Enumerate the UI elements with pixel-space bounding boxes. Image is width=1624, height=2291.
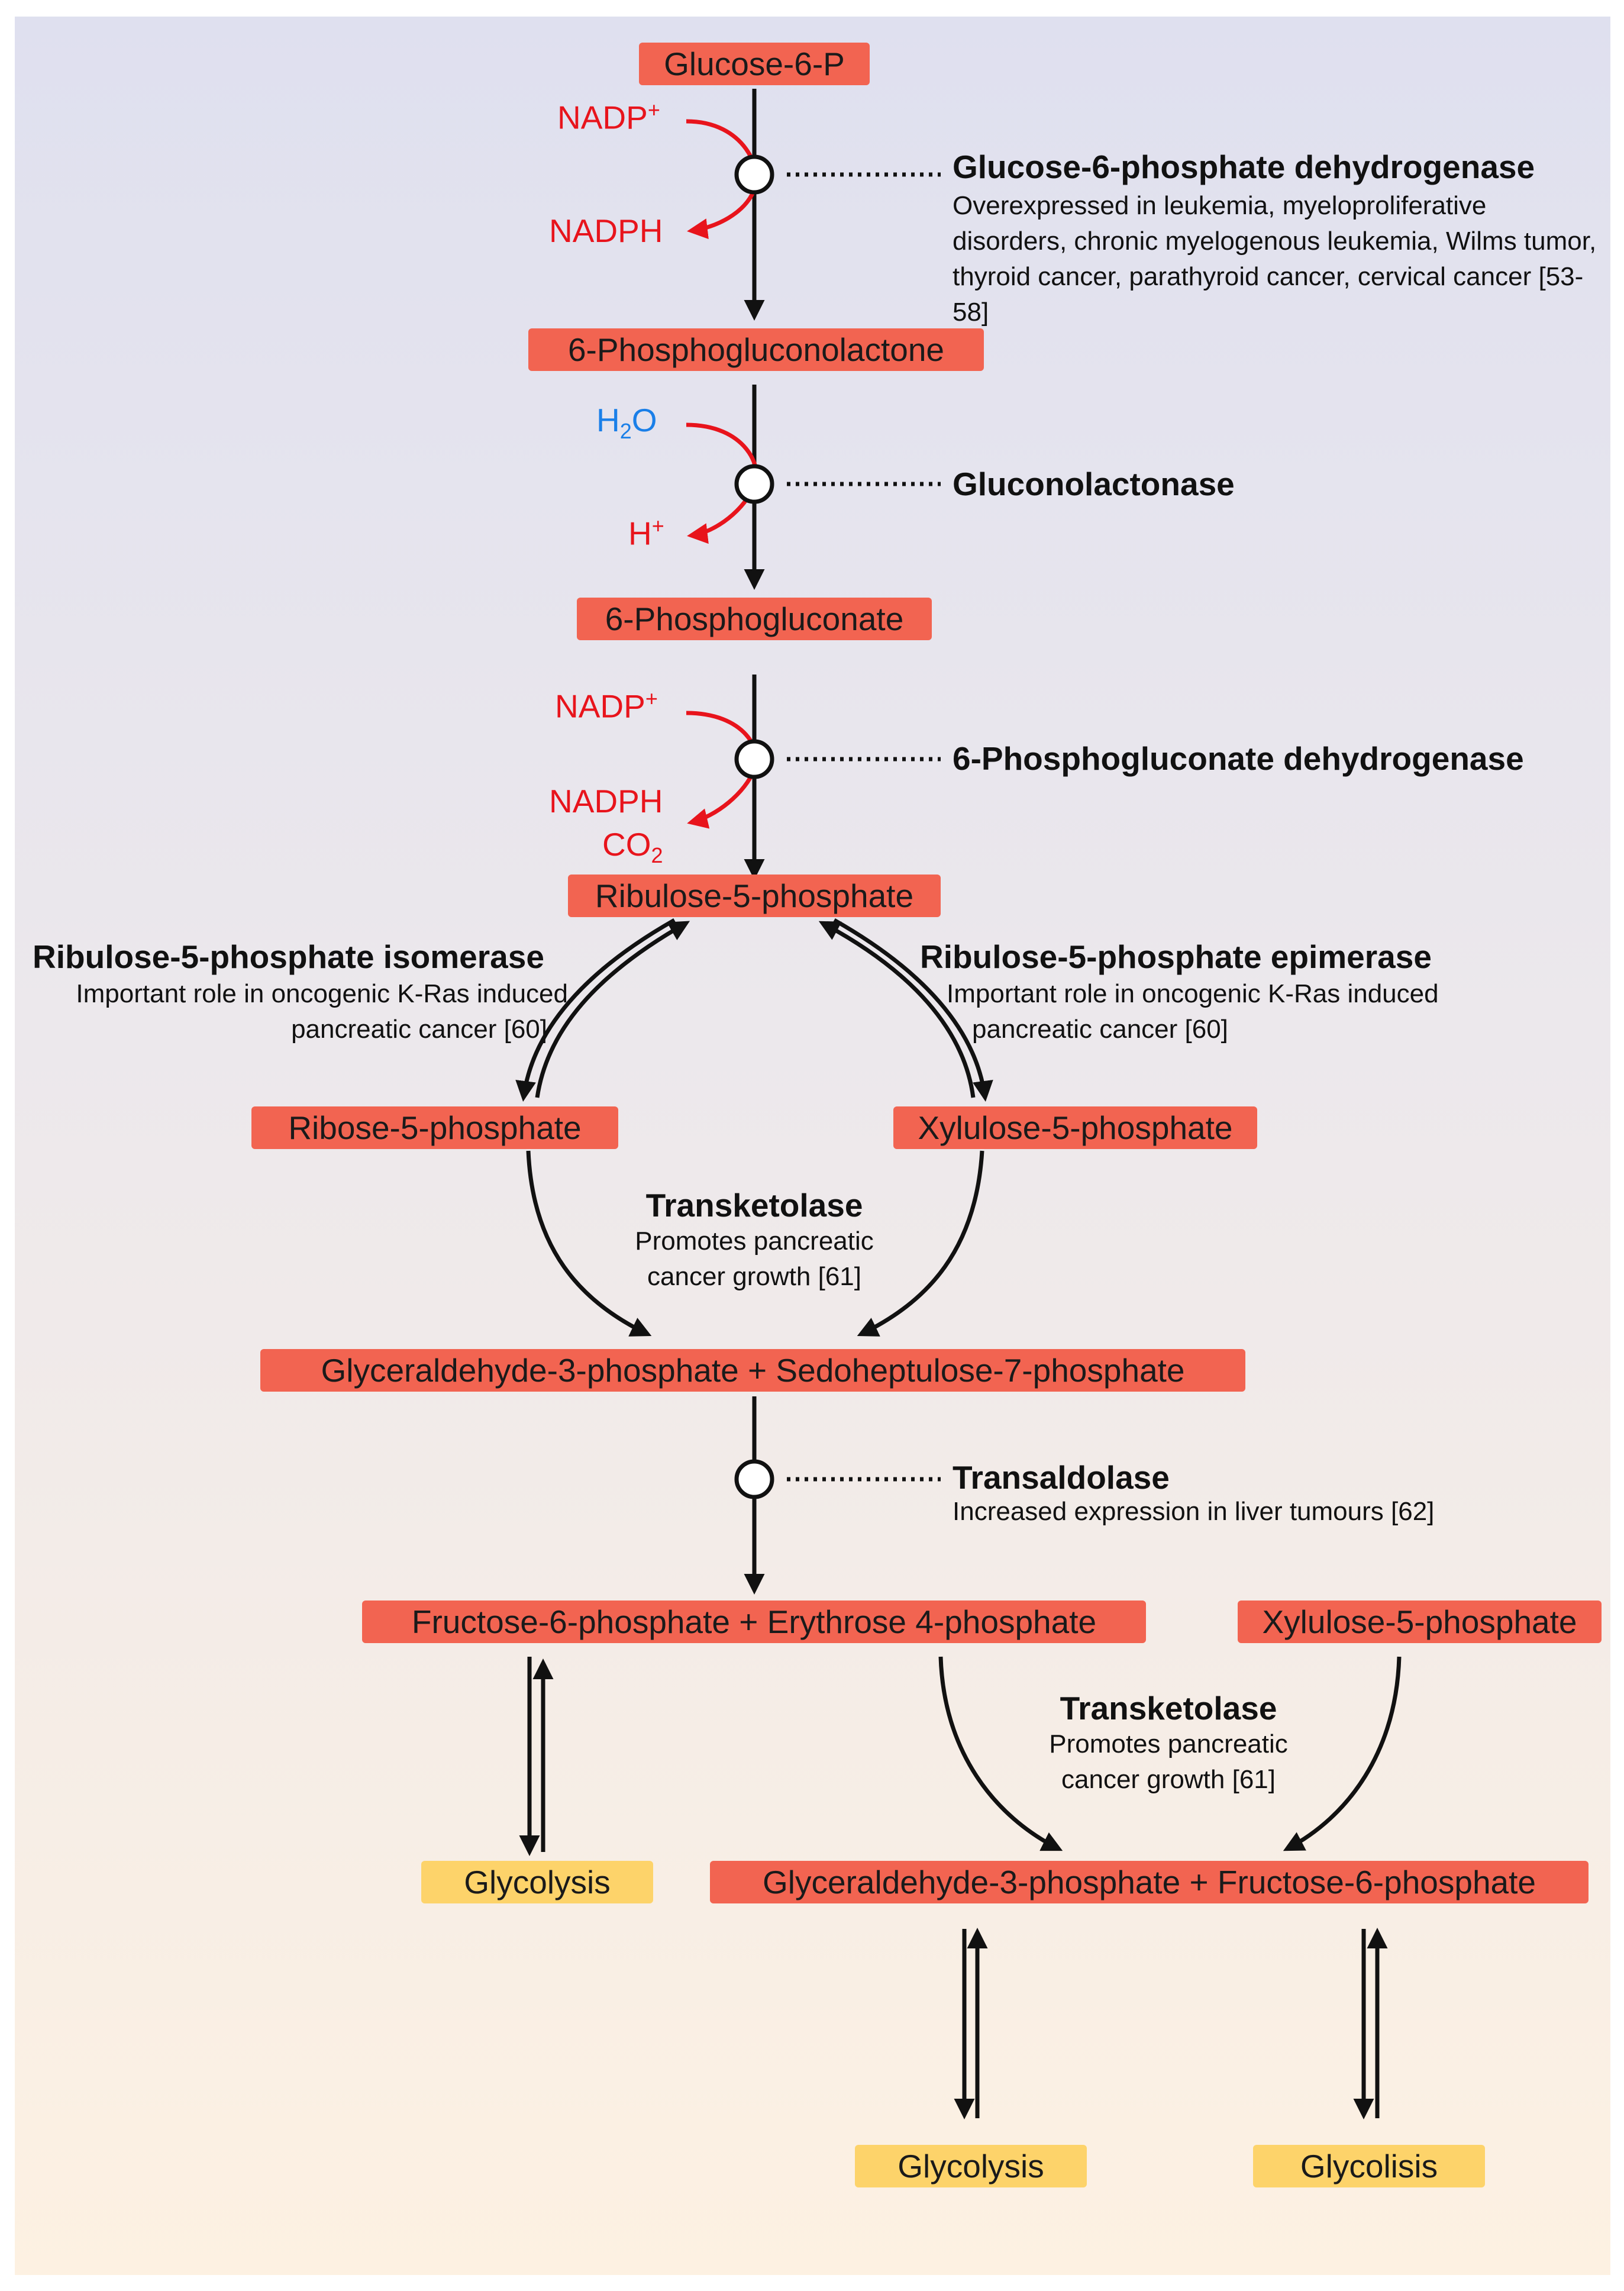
enzyme-node-g6pd: [734, 154, 774, 195]
cofactor-nadp-1: NADP+: [557, 98, 660, 136]
cofactor-co2: CO2: [602, 826, 663, 867]
enzyme-rpi-note-2: pancreatic cancer [60]: [291, 1015, 547, 1044]
enzyme-g6pd-name: Glucose-6-phosphate dehydrogenase: [953, 149, 1535, 185]
cofactor-nadph-1: NADPH: [549, 212, 663, 249]
cofactor-nadp-2: NADP+: [555, 686, 658, 725]
arrow-xylulose-to-g3p-s7p: [857, 1150, 984, 1337]
pathway-glycolysis-1: Glycolysis: [421, 1861, 653, 1903]
enzyme-pgd-name: 6-Phosphogluconate dehydrogenase: [953, 740, 1524, 777]
metabolite-ribose-5-phosphate: Ribose-5-phosphate: [251, 1106, 618, 1149]
enzyme-rpe-note-2: pancreatic cancer [60]: [972, 1015, 1228, 1044]
pathway-glycolysis-2: Glycolysis: [855, 2145, 1087, 2187]
enzyme-rpe-name: Ribulose-5-phosphate epimerase: [920, 938, 1432, 975]
enzyme-transketolase-2-note-1: Promotes pancreatic: [1049, 1729, 1288, 1758]
arrow-xylulose-b-to-g3p-f6p: [1283, 1656, 1402, 1851]
enzyme-transaldolase-note: Increased expression in liver tumours [6…: [953, 1497, 1435, 1526]
arrow-e4p-to-g3p-f6p: [938, 1656, 1063, 1851]
enzyme-rpi-note-1: Important role in oncogenic K-Ras induce…: [76, 979, 568, 1008]
pathway-glycolysis-3: Glycolisis: [1253, 2145, 1485, 2187]
metabolite-ribulose-5-phosphate: Ribulose-5-phosphate: [568, 875, 941, 917]
enzyme-transketolase-2-name: Transketolase: [1060, 1690, 1277, 1727]
enzyme-node-pgd: [734, 739, 774, 779]
enzyme-rpi-name: Ribulose-5-phosphate isomerase: [33, 938, 544, 975]
arrow-ribulose-to-xylulose: [833, 918, 993, 1102]
enzyme-transketolase-1-note-1: Promotes pancreatic: [635, 1227, 874, 1256]
cofactor-hplus: H+: [628, 514, 664, 552]
metabolite-g3p-s7p: Glyceraldehyde-3-phosphate + Sedoheptulo…: [260, 1349, 1245, 1392]
metabolite-xylulose-5-phosphate-2: Xylulose-5-phosphate: [1238, 1601, 1602, 1643]
enzyme-transaldolase-name: Transaldolase: [953, 1459, 1170, 1496]
metabolite-g3p-f6p: Glyceraldehyde-3-phosphate + Fructose-6-…: [710, 1861, 1589, 1903]
arrow-ribulose-to-ribose: [515, 918, 676, 1102]
enzyme-g6pd-note: Overexpressed in leukemia, myeloprolifer…: [953, 191, 1597, 327]
enzyme-gluconolactonase-name: Gluconolactonase: [953, 466, 1235, 502]
metabolite-6-phosphogluconate: 6-Phosphogluconate: [577, 598, 932, 640]
arrow-ribose-to-ribulose: [535, 921, 690, 1098]
metabolite-6-phosphogluconolactone: 6-Phosphogluconolactone: [528, 328, 984, 371]
arrow-ribose-to-g3p-s7p: [526, 1150, 652, 1337]
enzyme-transketolase-1-name: Transketolase: [645, 1187, 863, 1224]
enzyme-node-gluconolactonase: [734, 464, 774, 504]
enzyme-node-transaldolase: [734, 1459, 774, 1499]
arrow-xylulose-to-ribulose: [818, 921, 976, 1098]
enzyme-transketolase-1-note-2: cancer growth [61]: [647, 1262, 861, 1291]
metabolite-xylulose-5-phosphate: Xylulose-5-phosphate: [893, 1106, 1257, 1149]
metabolite-f6p-e4p: Fructose-6-phosphate + Erythrose 4-phosp…: [362, 1601, 1146, 1643]
cofactor-nadph-2: NADPH: [549, 783, 663, 819]
cofactor-h2o: H2O: [596, 402, 657, 443]
metabolite-glucose-6-p: Glucose-6-P: [639, 43, 870, 85]
enzyme-rpe-note-1: Important role in oncogenic K-Ras induce…: [947, 979, 1439, 1008]
enzyme-transketolase-2-note-2: cancer growth [61]: [1061, 1765, 1276, 1794]
